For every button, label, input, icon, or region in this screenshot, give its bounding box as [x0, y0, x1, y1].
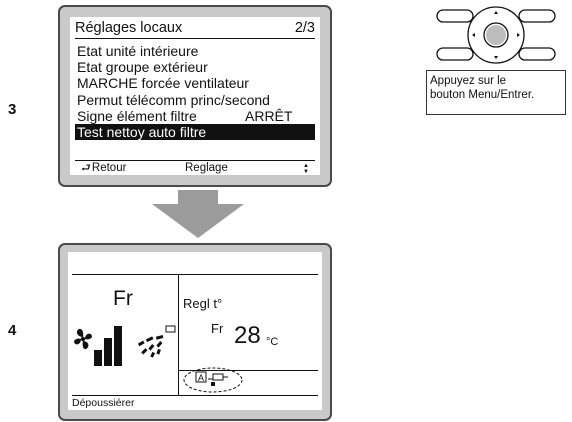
callout-line-1: Appuyez sur le	[430, 75, 507, 87]
menu-title: Réglages locaux	[75, 20, 183, 36]
airflow-direction-icon	[137, 325, 176, 358]
menu-item-indoor-unit-status[interactable]: Etat unité intérieure	[75, 43, 315, 59]
operation-mode-right: Fr	[211, 321, 224, 336]
step-number-3: 3	[8, 101, 17, 118]
back-label: Retour	[91, 162, 127, 174]
menu-item-main-sub-switch[interactable]: Permut télécomm princ/second	[75, 92, 315, 108]
operation-mode-left: Fr	[113, 287, 133, 310]
menu-item-filter-sign[interactable]: Signe élément filtre ARRÊT	[75, 108, 315, 124]
divider-vertical	[178, 275, 179, 395]
adjust-label: Reglage	[185, 162, 228, 174]
page-indicator: 2/3	[294, 20, 315, 36]
setpoint-temperature: 28	[234, 322, 261, 349]
callout-line-2: bouton Menu/Entrer.	[430, 89, 535, 101]
menu-item-label: Permut télécomm princ/second	[77, 91, 270, 108]
menu-item-label: Etat groupe extérieur	[77, 59, 208, 76]
menu-item-label: MARCHE forcée ventilateur	[77, 75, 249, 92]
divider-bottom	[72, 395, 318, 396]
menu-header: Réglages locaux 2/3	[75, 20, 315, 39]
menu-enter-button-icon	[436, 6, 556, 64]
fan-icon	[74, 328, 92, 350]
instruction-callout: Appuyez sur le bouton Menu/Entrer.	[426, 70, 566, 115]
divider-top	[72, 274, 318, 275]
menu-lcd-screen: Réglages locaux 2/3 Etat unité intérieur…	[70, 17, 320, 175]
status-message: Dépoussiérer	[72, 397, 135, 409]
filter-autoclean-icon: A	[183, 367, 243, 393]
standby-lcd-screen: Fr Regl t° Fr 28 °C A	[68, 252, 322, 410]
return-icon: ⮐	[81, 162, 91, 174]
up-down-icon: ▲▼	[303, 163, 309, 175]
menu-item-forced-fan-on[interactable]: MARCHE forcée ventilateur	[75, 75, 315, 91]
menu-item-outdoor-unit-status[interactable]: Etat groupe extérieur	[75, 59, 315, 75]
fan-speed-bars	[94, 326, 122, 366]
step-number-4: 4	[8, 322, 17, 339]
divider-inner	[178, 370, 318, 371]
back-button[interactable]: ⮐Retour	[81, 161, 126, 175]
menu-item-value: ARRÊT	[245, 107, 293, 124]
menu-item-label: Test nettoy auto filtre	[77, 123, 207, 140]
menu-item-filter-autoclean-test[interactable]: Test nettoy auto filtre	[75, 123, 315, 141]
fan-speed-bar	[114, 326, 122, 366]
fan-speed-bar	[94, 350, 102, 366]
menu-item-label: Etat unité intérieure	[77, 43, 199, 59]
settings-menu-list: Etat unité intérieure Etat groupe extéri…	[75, 43, 315, 141]
menu-footer: ⮐Retour Reglage ▲▼	[75, 160, 315, 175]
down-arrow-icon	[152, 190, 244, 238]
filter-letter: A	[198, 373, 204, 383]
menu-item-label: Signe élément filtre	[77, 107, 197, 124]
temperature-unit: °C	[266, 336, 279, 348]
setpoint-label: Regl t°	[183, 296, 223, 311]
fan-speed-bar	[104, 338, 112, 366]
